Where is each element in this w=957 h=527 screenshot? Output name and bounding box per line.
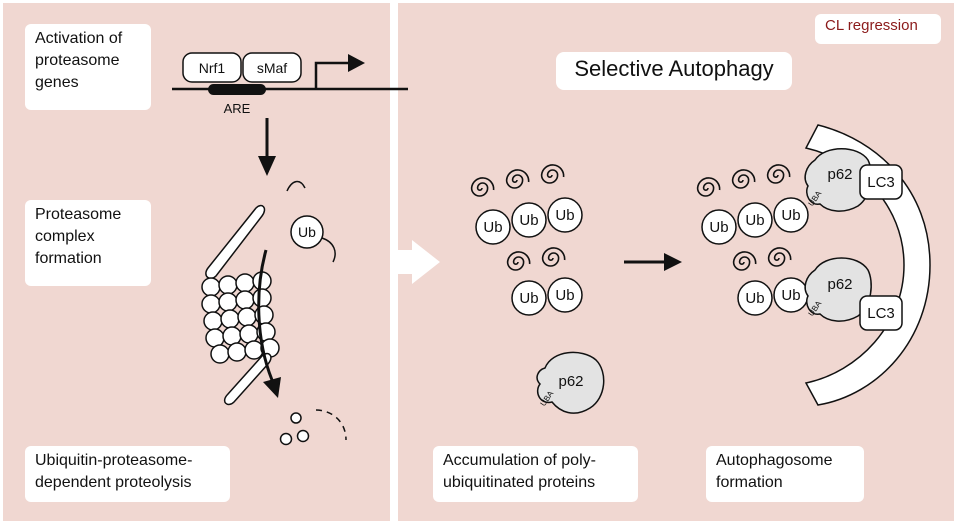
ub-label-d2: Ub <box>781 287 800 304</box>
proteasome-barrel <box>201 271 280 364</box>
p62-bottom-label: p62 <box>827 276 852 293</box>
ub-cluster-right-top <box>701 197 809 245</box>
accumulation-label-text: Accumulation of poly-ubiquitinated prote… <box>443 452 596 491</box>
substrate-path-arrow <box>257 249 274 381</box>
peptide-3 <box>296 429 310 443</box>
transcription-start-arrow <box>314 61 350 89</box>
ub-circle-left <box>290 215 324 249</box>
activation-label: Activation of proteasome genes <box>25 24 151 110</box>
nrf1-box <box>182 52 242 83</box>
smaf-label: sMaf <box>257 60 287 76</box>
cl-regression-tag: CL regression <box>815 14 941 44</box>
selective-autophagy-title-text: Selective Autophagy <box>574 56 774 81</box>
ub-label-c3: Ub <box>781 207 800 224</box>
p62-free <box>536 351 605 414</box>
ub-label-a1: Ub <box>483 219 502 236</box>
selective-autophagy-title: Selective Autophagy <box>556 52 792 90</box>
coils-top-left <box>470 164 565 197</box>
ub-label-b2: Ub <box>555 287 574 304</box>
accumulation-label: Accumulation of poly-ubiquitinated prote… <box>433 446 638 502</box>
lc3-box-bottom <box>859 295 903 331</box>
lc3-bottom-label: LC3 <box>867 305 895 322</box>
smaf-box <box>242 52 302 83</box>
autophagosome-label: Autophagosome formation <box>706 446 864 502</box>
substrate-arrowhead <box>263 377 281 398</box>
ub-label-c2: Ub <box>745 212 764 229</box>
coils-mid-left <box>506 247 566 271</box>
nrf1-label: Nrf1 <box>199 60 226 76</box>
ub-label-d1: Ub <box>745 290 764 307</box>
p62-bound-bottom <box>804 257 872 322</box>
p62-free-label: p62 <box>558 373 583 390</box>
ub-chain-lower <box>321 237 336 263</box>
proteolysis-label-text: Ubiquitin-proteasome-dependent proteolys… <box>35 452 193 491</box>
progression-arrowhead <box>664 253 682 271</box>
are-element <box>208 84 266 95</box>
ub-label-c1: Ub <box>709 219 728 236</box>
ub-cluster-mid <box>511 277 583 316</box>
peptide-fragment <box>315 409 347 441</box>
peptide-1 <box>290 412 302 424</box>
ub-label-a2: Ub <box>519 212 538 229</box>
down-arrowhead <box>258 156 276 176</box>
lc3-top-label: LC3 <box>867 174 895 191</box>
complex-formation-label-text: Proteasome complex formation <box>35 206 122 267</box>
activation-label-text: Activation of proteasome genes <box>35 30 123 91</box>
ub-chain-upper <box>286 180 306 192</box>
coils-mid-right <box>732 247 792 271</box>
lc3-box-top <box>859 164 903 200</box>
transcription-arrowhead <box>348 54 365 72</box>
proteasome-lid-top <box>205 204 266 280</box>
ub-cluster-top <box>475 197 583 245</box>
p62-bound-top <box>804 148 872 212</box>
are-label: ARE <box>224 101 251 116</box>
ub-label-a3: Ub <box>555 207 574 224</box>
p62-top-label: p62 <box>827 166 852 183</box>
proteolysis-label: Ubiquitin-proteasome-dependent proteolys… <box>25 446 230 502</box>
autophagosome-label-text: Autophagosome formation <box>716 452 833 491</box>
ub-label-left: Ub <box>298 224 316 240</box>
transition-arrow <box>398 240 440 284</box>
peptide-2 <box>279 432 293 446</box>
ub-label-b1: Ub <box>519 290 538 307</box>
complex-formation-label: Proteasome complex formation <box>25 200 151 286</box>
coils-top-right <box>696 164 791 197</box>
proteasome-lid-bottom <box>223 352 272 406</box>
cl-regression-text: CL regression <box>825 17 918 34</box>
